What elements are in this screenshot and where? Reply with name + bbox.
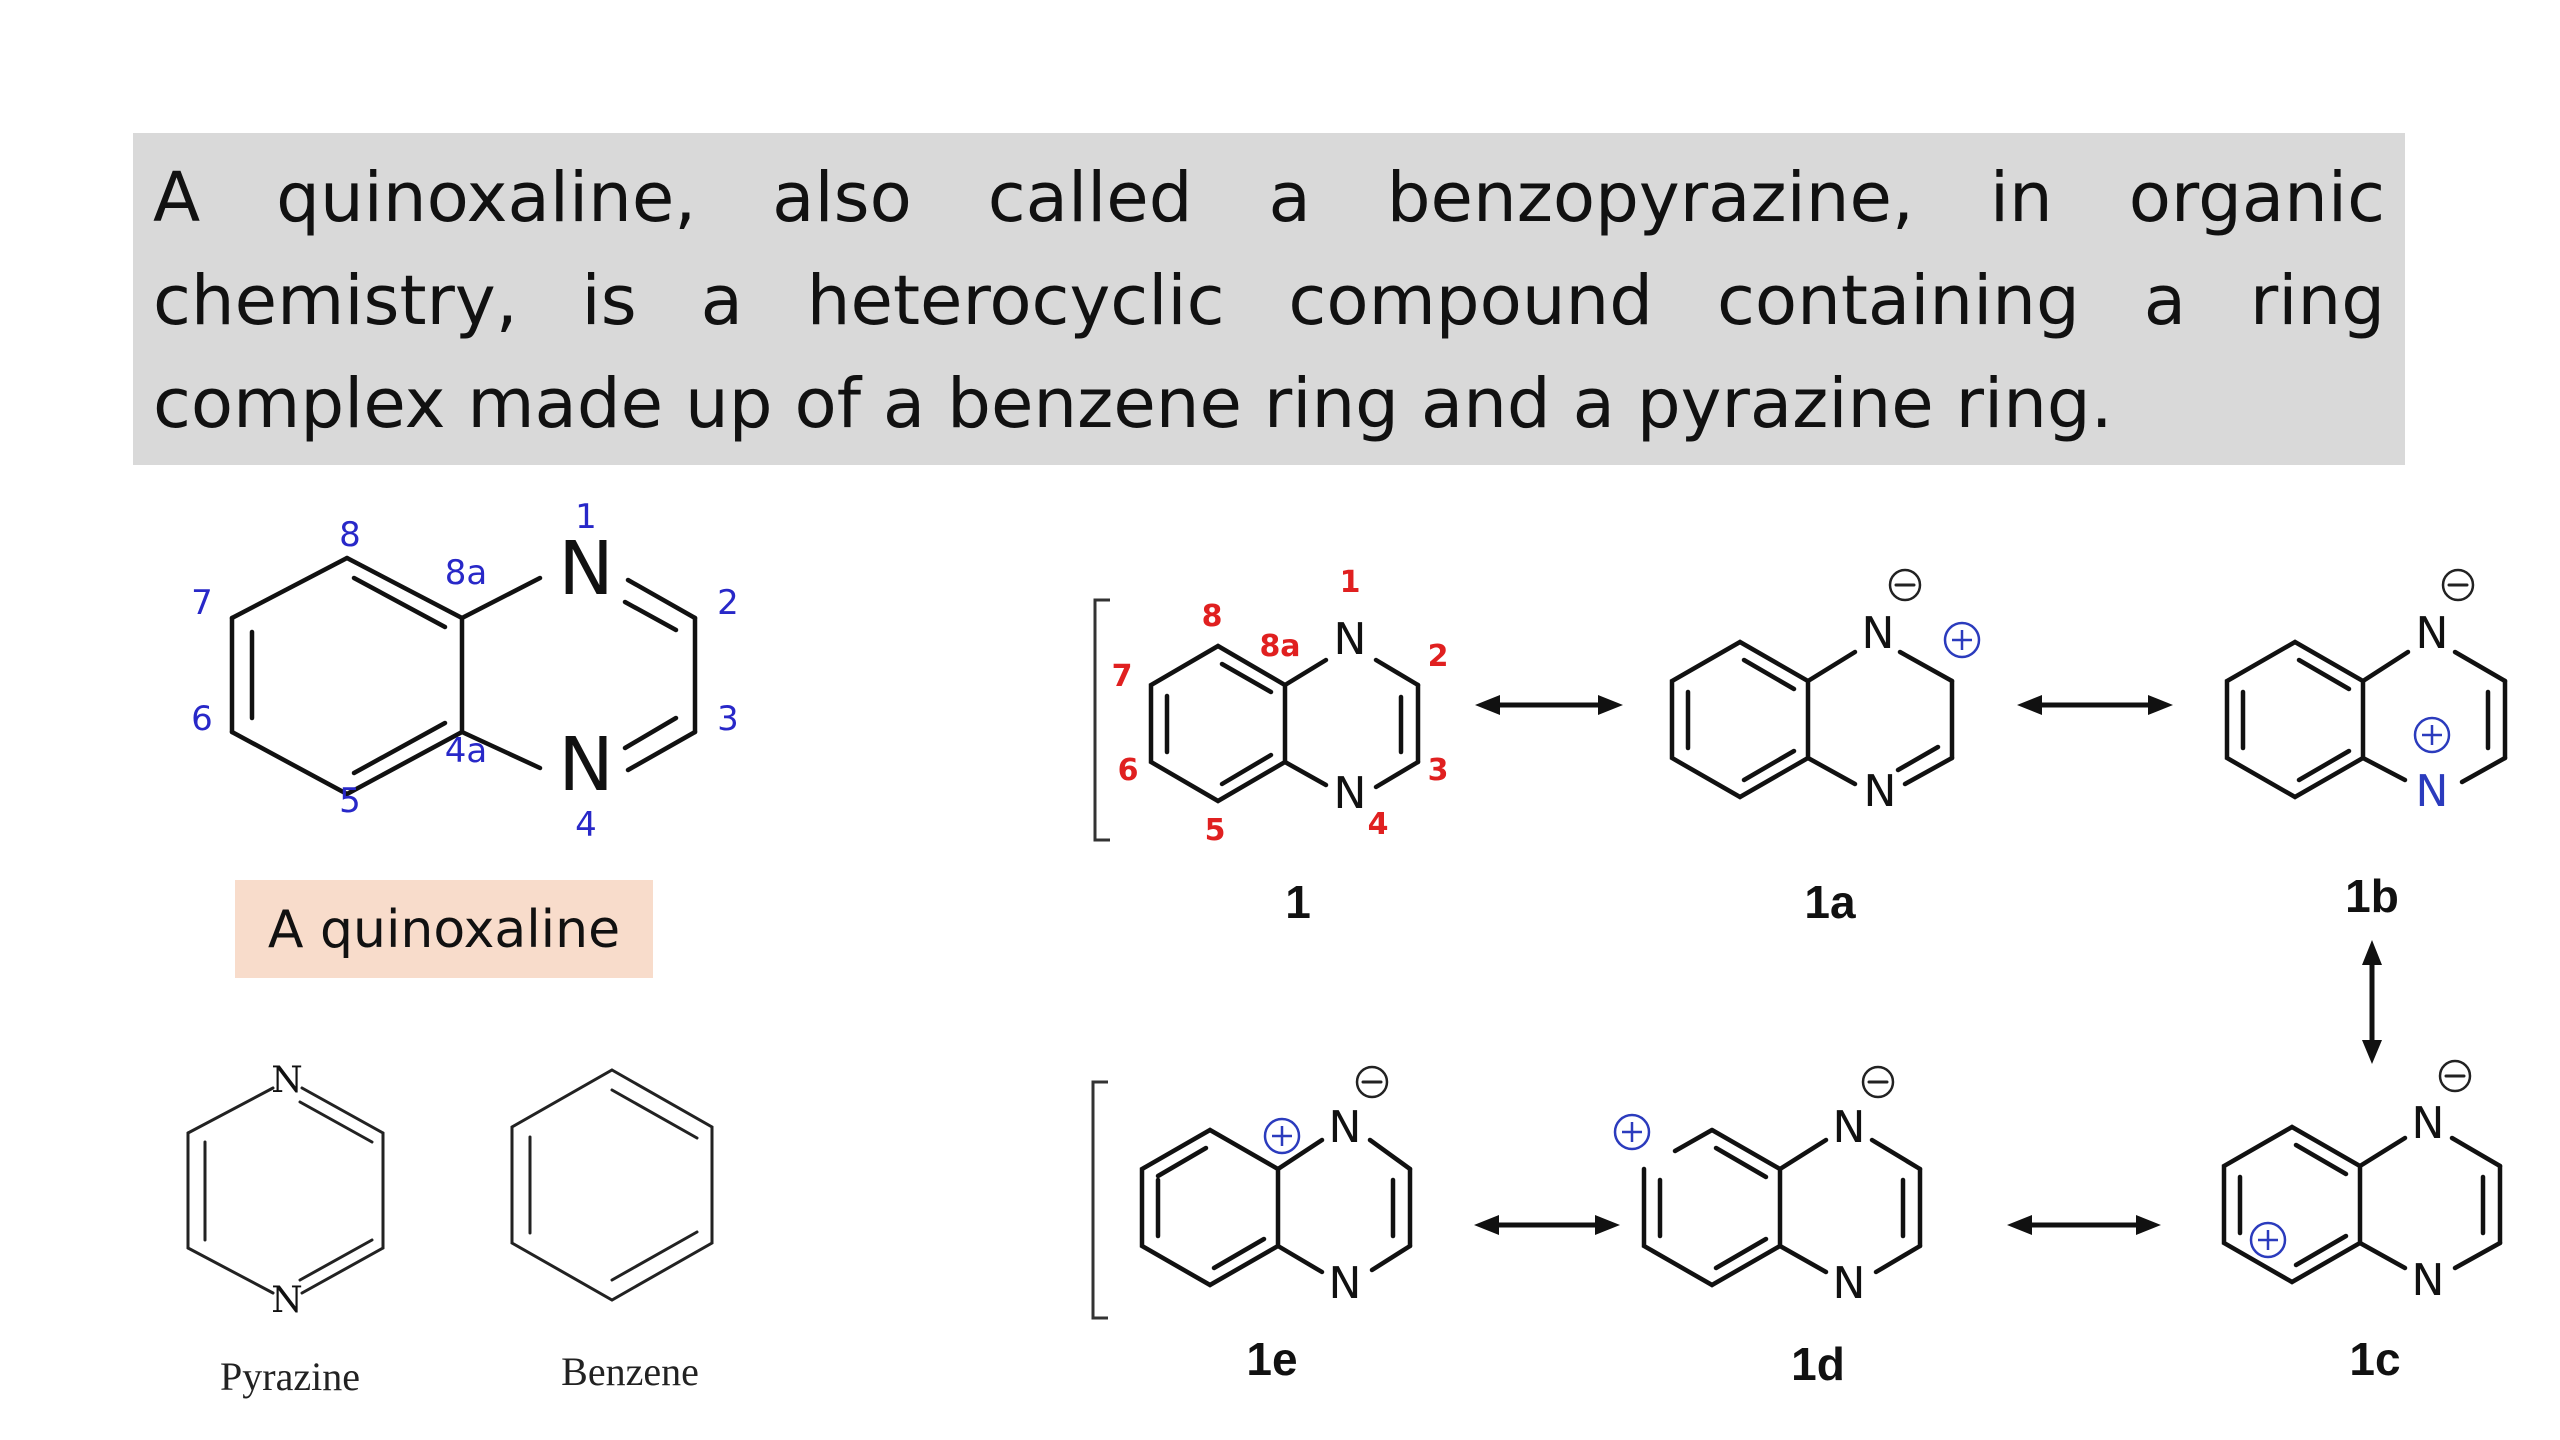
bracket-bottom [1091, 1080, 1108, 1320]
red-position-1: 1 [1340, 565, 1361, 600]
position-1: 1 [575, 497, 597, 537]
red-position-7: 7 [1112, 659, 1133, 694]
red-position-4: 4 [1368, 807, 1389, 842]
positive-charge-icon [1263, 1117, 1301, 1155]
compound-1d: N N 1d [1613, 1065, 1923, 1390]
quinoxaline-label-text: A quinoxaline [268, 900, 620, 960]
position-5: 5 [339, 781, 361, 821]
compound-1d-n1: N [1833, 1102, 1866, 1153]
pyrazine-n-bottom: N [271, 1280, 303, 1321]
compound-1a-n1: N [1862, 608, 1895, 659]
compound-1b-n4: N [2416, 766, 2449, 817]
positive-charge-icon [1613, 1113, 1651, 1151]
resonance-arrow-1a-1b [2017, 695, 2173, 715]
negative-charge-icon [2441, 568, 2475, 602]
quinoxaline-n4: N [558, 722, 613, 808]
position-8a: 8a [445, 553, 487, 593]
pyrazine-structure: N N Pyrazine [186, 1060, 385, 1399]
bracket-top [1093, 598, 1110, 842]
compound-1b: N N 1b [2224, 568, 2508, 922]
positive-charge-icon [1943, 621, 1981, 659]
quinoxaline-bonds [229, 555, 698, 797]
resonance-arrow-1d-1c [2007, 1215, 2161, 1235]
benzene-caption: Benzene [561, 1349, 699, 1394]
red-position-8a: 8a [1259, 629, 1300, 664]
negative-charge-icon [1861, 1065, 1895, 1099]
numbered-quinoxaline: N N 1 2 3 4 4a 5 6 7 8 8a [191, 497, 739, 845]
position-8: 8 [339, 515, 361, 555]
benzene-structure: Benzene [510, 1068, 714, 1394]
position-2: 2 [717, 583, 739, 623]
resonance-arrow-1b-1c [2362, 940, 2382, 1064]
quinoxaline-n1: N [558, 526, 613, 612]
red-position-6: 6 [1118, 753, 1139, 788]
pyrazine-caption: Pyrazine [220, 1354, 360, 1399]
positive-charge-icon [2413, 716, 2451, 754]
compound-1e-n1: N [1329, 1102, 1362, 1153]
compound-1a: N N 1a [1669, 568, 1981, 928]
label-box [235, 880, 653, 978]
red-position-5: 5 [1205, 813, 1226, 848]
negative-charge-icon [1355, 1065, 1389, 1099]
red-position-3: 3 [1428, 753, 1449, 788]
compound-1a-label: 1a [1804, 876, 1856, 928]
compound-1c-n4: N [2412, 1255, 2445, 1306]
quinoxaline-label: A quinoxaline [235, 880, 653, 978]
position-4a: 4a [445, 731, 487, 771]
compound-1e-n4: N [1329, 1258, 1362, 1309]
compound-1-n1: N [1334, 614, 1367, 665]
red-position-8: 8 [1202, 599, 1223, 634]
positive-charge-icon [2249, 1221, 2287, 1259]
compound-1c: N N 1c [2221, 1059, 2503, 1385]
resonance-arrow-1e-1d [1474, 1215, 1620, 1235]
pyrazine-n-top: N [271, 1060, 303, 1101]
compound-1e: N N 1e [1091, 1065, 1413, 1385]
compound-1-label: 1 [1285, 876, 1311, 928]
compound-1b-label: 1b [2345, 870, 2399, 922]
compound-1: N N 1 2 3 4 5 6 7 8 8a 1 [1093, 565, 1449, 928]
compound-1-n4: N [1334, 768, 1367, 819]
compound-1d-label: 1d [1791, 1338, 1845, 1390]
intro-text: A quinoxaline, also called a benzopyrazi… [153, 158, 2385, 444]
negative-charge-icon [1888, 568, 1922, 602]
negative-charge-icon [2438, 1059, 2472, 1093]
compound-1b-n1: N [2416, 608, 2449, 659]
red-position-2: 2 [1428, 639, 1449, 674]
intro-text-box: A quinoxaline, also called a benzopyrazi… [133, 133, 2405, 465]
position-7: 7 [191, 583, 213, 623]
compound-1c-n1: N [2412, 1098, 2445, 1149]
compound-1c-label: 1c [2349, 1333, 2400, 1385]
compound-1a-n4: N [1864, 766, 1897, 817]
position-6: 6 [191, 699, 213, 739]
position-3: 3 [717, 699, 739, 739]
position-4: 4 [575, 805, 597, 845]
compound-1d-n4: N [1833, 1258, 1866, 1309]
resonance-arrow-1-1a [1475, 695, 1623, 715]
compound-1e-label: 1e [1246, 1333, 1297, 1385]
